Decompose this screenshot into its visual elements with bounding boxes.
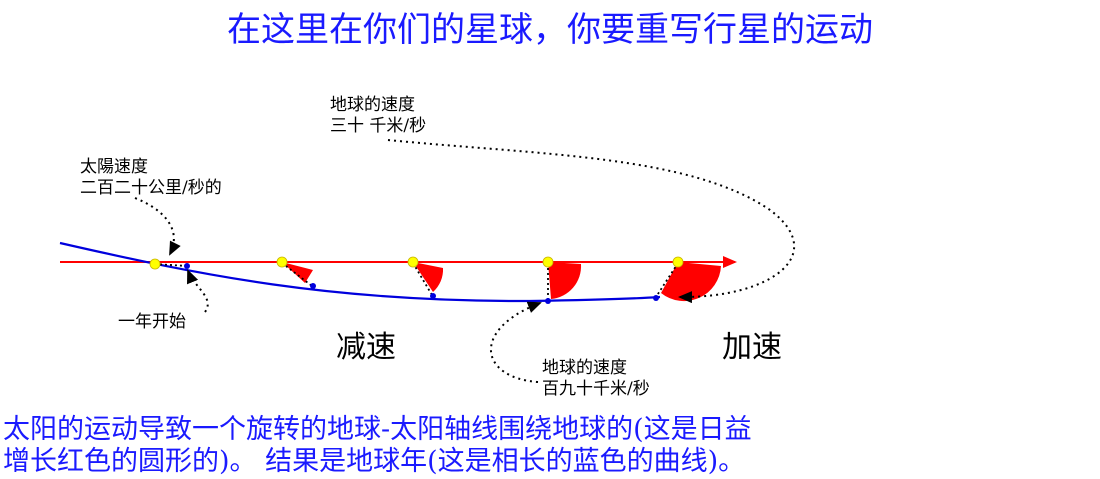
connector-2 [281,262,313,287]
earth-dot [545,298,551,304]
sector-2 [413,262,444,292]
label-year-start: 一年开始 [118,312,186,332]
caption-line-1: 太阳的运动导致一个旋转的地球-太阳轴线围绕地球的(这是日益 [3,414,752,445]
sector-3 [548,262,582,299]
label-line: 地球的速度 [330,95,415,115]
sun-dot [672,256,684,268]
connector-5 [655,262,679,298]
callout-sun-speed [134,197,181,256]
sun-dot [407,256,419,268]
sun-dot [276,256,288,268]
sun-dot [149,258,161,270]
earth-dot [184,263,190,269]
sector-4 [661,262,721,302]
caption-line-2: 增长红色的圆形的)。 结果是地球年(这是相长的蓝色的曲线)。 [3,446,746,477]
earth-dot [653,295,659,301]
callout-earth-speed-top [387,139,795,304]
label-earth-speed-bottom: 地球的速度 百九十千米/秒 [542,358,650,400]
earth-dot [430,293,436,299]
page-title: 在这里在你们的星球，你要重写行星的运动 [227,10,873,50]
label-line: 百九十千米/秒 [542,379,650,399]
connector-3 [412,262,433,296]
label-sun-speed: 太陽速度 二百二十公里/秒的 [80,157,222,199]
label-line: 太陽速度 [80,157,148,177]
caption: 太阳的运动导致一个旋转的地球-太阳轴线围绕地球的(这是日益 增长红色的圆形的)。… [3,414,752,478]
sector-1 [282,262,313,283]
label-line: 三十 千米/秒 [330,116,427,136]
label-line: 二百二十公里/秒的 [80,178,222,198]
label-line: 地球的速度 [542,358,627,378]
label-earth-speed-top: 地球的速度 三十 千米/秒 [330,95,426,137]
earth-dot [310,283,316,289]
callout-year-start [187,269,209,313]
label-accelerate: 加速 [722,330,782,365]
sun-dot [542,256,554,268]
callout-earth-speed-bottom [490,301,542,383]
label-decelerate: 减速 [336,330,396,365]
